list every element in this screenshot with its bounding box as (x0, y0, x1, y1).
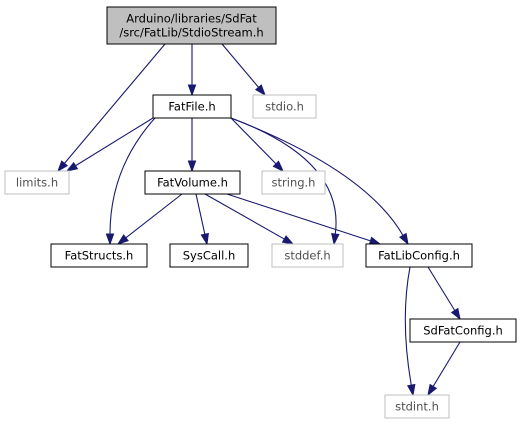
edge-fatfile-to-fatvolume (187, 118, 197, 173)
node-stdio: stdio.h (252, 94, 317, 119)
edge-line (204, 193, 285, 240)
node-box (252, 94, 317, 119)
arrowhead-icon (450, 307, 461, 321)
edge-root-to-stdio (221, 43, 266, 97)
arrowhead-icon (281, 235, 295, 245)
node-box (365, 243, 473, 268)
nodes-layer: Arduino/libraries/SdFat/src/FatLib/Stdio… (4, 6, 517, 419)
node-fatlibconfig[interactable]: FatLibConfig.h (365, 243, 473, 268)
node-box (106, 6, 277, 45)
edge-fatvolume-to-fatstructs (116, 193, 183, 245)
edge-sdfatconfig-to-stdint (427, 341, 461, 397)
arrowhead-icon (105, 233, 115, 246)
node-fatfile[interactable]: FatFile.h (152, 94, 232, 119)
arrowhead-icon (116, 234, 129, 245)
node-fatstructs[interactable]: FatStructs.h (50, 243, 148, 268)
arrowhead-icon (187, 84, 197, 97)
edge-fatfile-to-string (230, 117, 285, 173)
node-stdint: stdint.h (384, 394, 450, 419)
edge-fatvolume-to-stddef (204, 193, 295, 245)
edge-line (109, 117, 156, 235)
node-label: stdint.h (395, 400, 439, 414)
node-label: FatFile.h (168, 100, 215, 114)
node-label: SysCall.h (183, 249, 236, 263)
node-label: /src/FatLib/StdioStream.h (119, 26, 263, 40)
edge-line (64, 43, 166, 164)
arrowhead-icon (406, 383, 416, 397)
edge-line (221, 43, 259, 88)
node-label: FatStructs.h (65, 249, 134, 263)
edge-fatlibconfig-to-sdfatconfig (427, 266, 461, 321)
edge-line (226, 193, 371, 242)
arrowhead-icon (200, 232, 209, 246)
edge-root-to-fatfile (187, 44, 197, 97)
node-syscall[interactable]: SysCall.h (169, 243, 249, 268)
node-label: stddef.h (284, 249, 330, 263)
node-label: FatLibConfig.h (378, 249, 460, 263)
edge-fatvolume-to-syscall (195, 193, 209, 246)
arrowhead-icon (187, 160, 197, 173)
node-box (271, 243, 344, 268)
edge-line (125, 193, 183, 239)
node-sdfatconfig[interactable]: SdFatConfig.h (409, 318, 517, 343)
node-box (152, 94, 232, 119)
arrowhead-icon (368, 236, 382, 245)
node-label: limits.h (16, 176, 58, 190)
node-box (50, 243, 148, 268)
node-box (169, 243, 249, 268)
node-label: stdio.h (265, 100, 304, 114)
node-box (261, 170, 326, 195)
edge-line (427, 266, 456, 311)
node-root: Arduino/libraries/SdFat/src/FatLib/Stdio… (106, 6, 277, 45)
arrowhead-icon (398, 232, 409, 246)
node-string: string.h (261, 170, 326, 195)
edge-line (404, 266, 412, 386)
node-fatvolume[interactable]: FatVolume.h (144, 170, 241, 195)
arrowhead-icon (427, 383, 438, 397)
edge-line (230, 117, 277, 165)
node-label: Arduino/libraries/SdFat (126, 12, 257, 26)
edge-fatfile-to-fatlibconfig (230, 117, 409, 246)
node-box (409, 318, 517, 343)
node-stddef: stddef.h (271, 243, 344, 268)
edge-fatlibconfig-to-stdint (404, 266, 416, 397)
edge-line (432, 341, 461, 387)
node-box (4, 170, 70, 195)
arrowhead-icon (57, 160, 69, 173)
arrowhead-icon (254, 84, 266, 97)
arrowhead-icon (272, 160, 285, 173)
node-limits: limits.h (4, 170, 70, 195)
arrowhead-icon (65, 161, 79, 172)
node-label: FatVolume.h (157, 176, 228, 190)
edge-line (75, 117, 154, 167)
node-box (144, 170, 241, 195)
edge-fatfile-to-fatstructs (105, 117, 156, 246)
node-label: string.h (272, 176, 316, 190)
edge-line (195, 193, 206, 235)
node-label: SdFatConfig.h (423, 324, 503, 338)
node-box (384, 394, 450, 419)
edge-root-to-limits (57, 43, 166, 173)
arrowhead-icon (331, 233, 340, 246)
edge-fatfile-to-limits (65, 117, 154, 172)
edge-line (230, 117, 404, 236)
